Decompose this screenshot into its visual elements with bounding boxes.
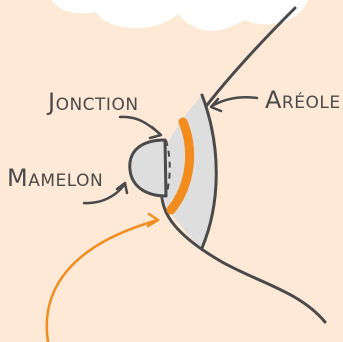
label-nipple: Mamelon: [7, 164, 103, 192]
label-junction: Jonction: [46, 88, 139, 116]
nipple: [130, 140, 166, 196]
cloud-shape: [52, 0, 308, 31]
orange-pointer-arrow: [47, 220, 158, 342]
junction-arrow: [120, 117, 160, 134]
label-areola: Aréole: [265, 86, 341, 114]
orange-arrow-head-icon: [148, 214, 158, 226]
